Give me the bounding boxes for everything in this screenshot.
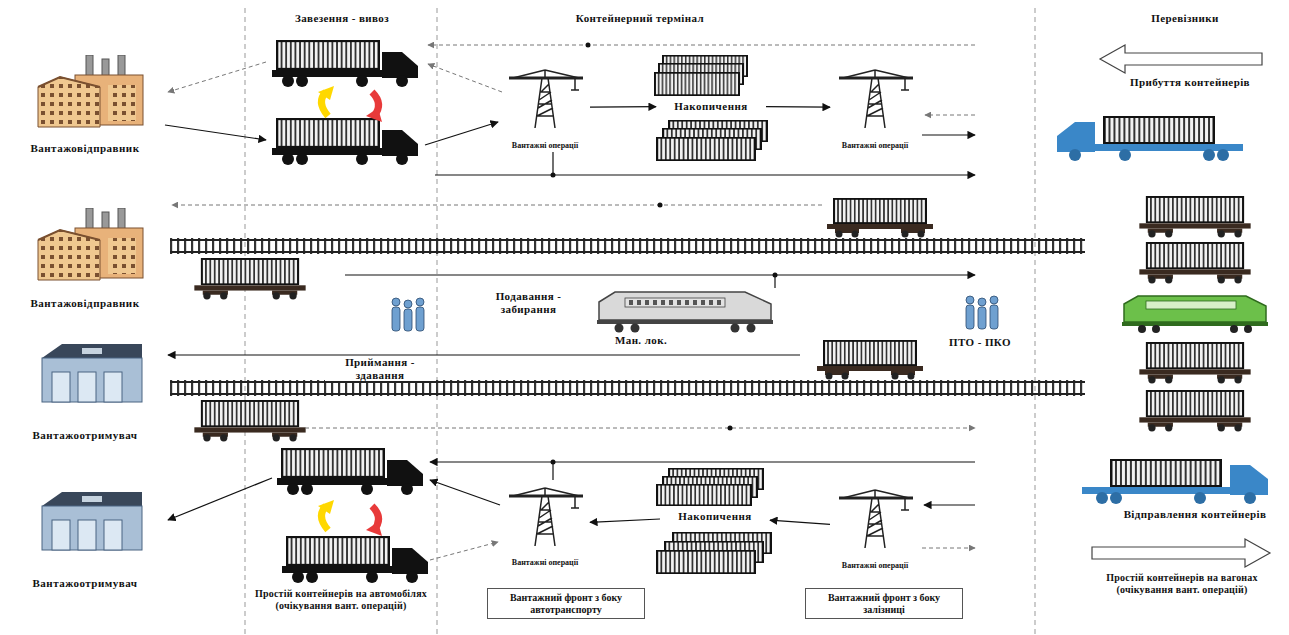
flow-note: ПТО - ПКО xyxy=(935,336,1025,349)
receiver-node: Вантажоотримувач xyxy=(5,482,165,590)
crane-node: Вантажні операції xyxy=(500,65,590,150)
node-label: Вантажні операції xyxy=(841,142,909,150)
node-label: Вантажоотримувач xyxy=(31,429,140,442)
flow-note: Приймання - здавання xyxy=(325,356,435,381)
note-text: Простій контейнерів на вагонах (очікуван… xyxy=(1078,572,1286,595)
flow-connector xyxy=(590,106,656,108)
loading-front-box: Вантажний фронт з боку залізниці xyxy=(805,588,963,619)
note-text: Простій контейнерів на автомобілях (очік… xyxy=(250,588,432,611)
receiver-node: Вантажоотримувач xyxy=(5,332,165,442)
node-label: Вантажні операції xyxy=(511,142,579,150)
column-header: Контейнерний термінал xyxy=(520,12,760,25)
node-label: Накопичення xyxy=(676,510,754,523)
shipper-node: Вантажовідправник xyxy=(5,205,165,310)
node-label: Накопичення xyxy=(672,100,750,113)
loading-front-box: Вантажний фронт з боку автотранспорту xyxy=(487,588,645,619)
flow-note: Прибуття контейнерів xyxy=(1125,76,1255,89)
node-label: Вантажні операції xyxy=(511,559,579,567)
crane-node: Вантажні операції xyxy=(830,485,920,570)
node-label: Вантажний фронт з боку залізниці xyxy=(810,592,958,615)
column-header: Перевізники xyxy=(1110,12,1260,25)
flow-connector xyxy=(770,520,830,524)
crane-node: Вантажні операції xyxy=(830,65,920,150)
storage-node: Накопичення xyxy=(660,510,770,523)
flow-note: Ман. лок. xyxy=(610,334,672,347)
flow-connector xyxy=(766,106,830,108)
flow-connector xyxy=(590,519,660,522)
crane-node: Вантажні операції xyxy=(500,482,590,567)
column-header: Завезення - вивоз xyxy=(262,12,422,25)
node-label: Вантажоотримувач xyxy=(31,577,140,590)
node-label: Вантажовідправник xyxy=(28,142,141,155)
shipper-node: Вантажовідправник xyxy=(5,50,165,155)
flow-note: Подавання - забирання xyxy=(466,290,591,315)
flow-note: Відправлення контейнерів xyxy=(1110,508,1280,521)
node-label: Вантажний фронт з боку автотранспорту xyxy=(492,592,640,615)
node-label: Вантажовідправник xyxy=(28,297,141,310)
storage-node: Накопичення xyxy=(656,100,766,113)
node-label: Вантажні операції xyxy=(841,562,909,570)
